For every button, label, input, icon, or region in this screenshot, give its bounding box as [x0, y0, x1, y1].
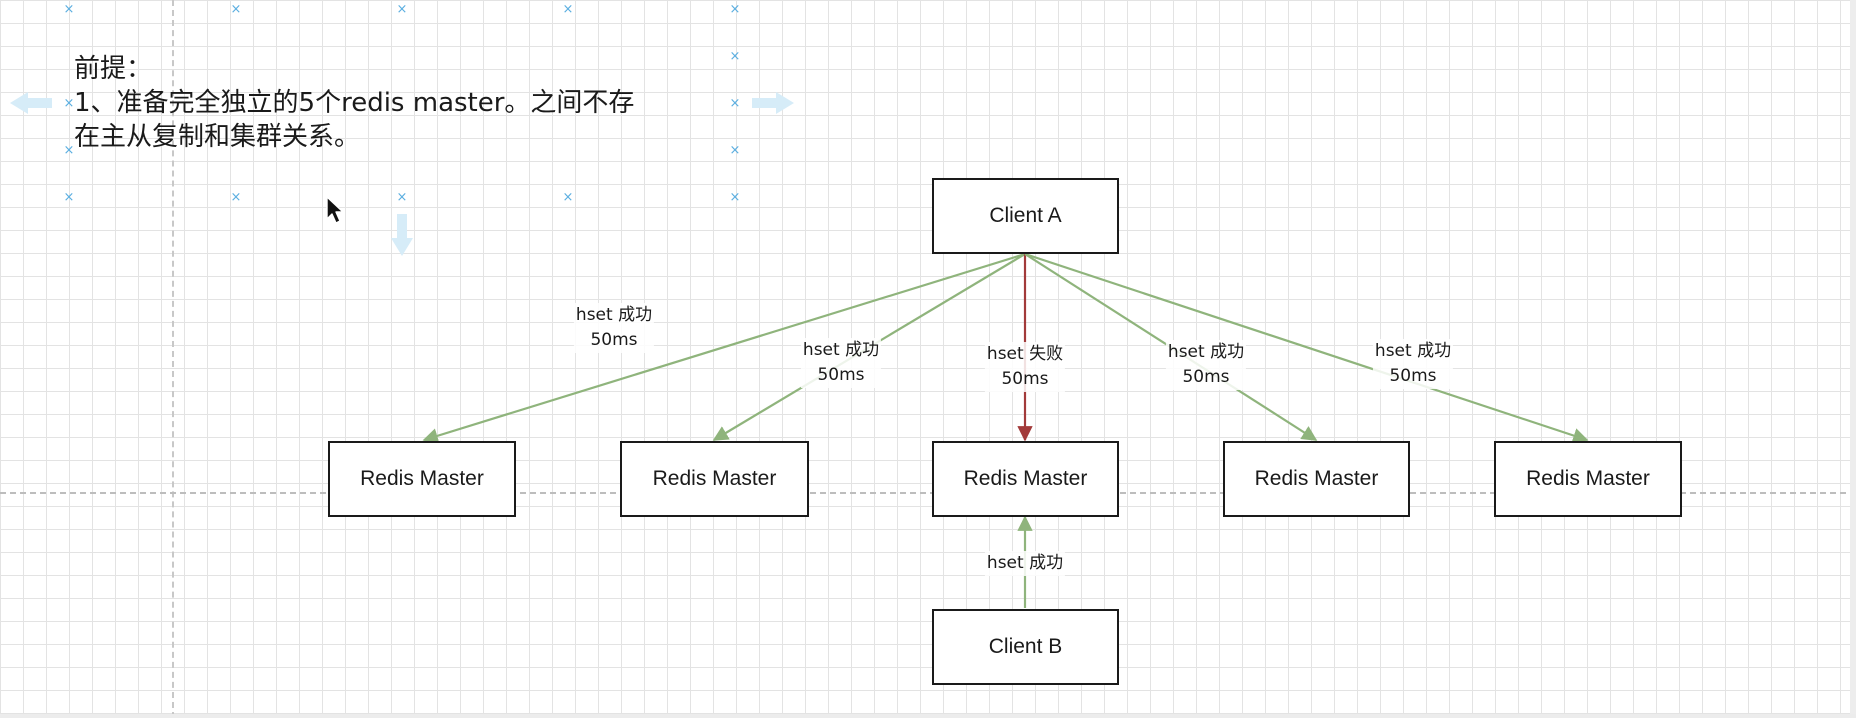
selection-handle-icon[interactable]: ×: [396, 190, 408, 205]
node-label: Redis Master: [1526, 467, 1650, 490]
canvas-bottom-edge: [0, 714, 1856, 718]
edge-label-a-to-master-4[interactable]: hset 成功 50ms: [1165, 340, 1247, 390]
connect-down-arrow-icon[interactable]: [387, 210, 417, 260]
edge-label-a-to-master-2[interactable]: hset 成功 50ms: [800, 338, 882, 388]
edge-op: hset 成功: [802, 340, 880, 360]
node-label: Client A: [989, 204, 1062, 227]
selection-handle-icon[interactable]: ×: [230, 190, 242, 205]
selection-handle-icon[interactable]: ×: [729, 96, 741, 111]
node-label: Client B: [988, 635, 1063, 658]
redis-master-node-3[interactable]: Redis Master: [932, 441, 1119, 517]
selection-handle-icon[interactable]: ×: [729, 143, 741, 158]
arrow-pointer-icon: [326, 196, 344, 224]
premise-line-2: 在主从复制和集群关系。: [74, 122, 361, 152]
redis-master-node-4[interactable]: Redis Master: [1223, 441, 1410, 517]
edge-time: 50ms: [1182, 367, 1230, 387]
selection-handle-icon[interactable]: ×: [562, 190, 574, 205]
node-label: Redis Master: [652, 467, 777, 490]
selection-handle-icon[interactable]: ×: [63, 96, 75, 111]
node-label: Redis Master: [963, 467, 1088, 490]
selection-handle-icon[interactable]: ×: [729, 190, 741, 205]
canvas-right-edge: [1850, 0, 1856, 718]
edge-op: hset 失败: [986, 344, 1064, 364]
edge-op: hset 成功: [1167, 342, 1245, 362]
premise-title: 前提：: [74, 54, 153, 84]
selection-handle-icon[interactable]: ×: [63, 190, 75, 205]
edge-label-a-to-master-3[interactable]: hset 失败 50ms: [984, 342, 1066, 392]
edge-op: hset 成功: [986, 553, 1064, 573]
client-b-node[interactable]: Client B: [932, 609, 1119, 685]
edge-time: 50ms: [1001, 369, 1049, 389]
client-a-node[interactable]: Client A: [932, 178, 1119, 254]
selection-handle-icon[interactable]: ×: [63, 2, 75, 17]
edge-time: 50ms: [817, 365, 865, 385]
node-label: Redis Master: [360, 467, 484, 490]
redis-master-node-1[interactable]: Redis Master: [328, 441, 516, 517]
selection-handle-icon[interactable]: ×: [230, 2, 242, 17]
edge-op: hset 成功: [1374, 341, 1452, 361]
selection-handle-icon[interactable]: ×: [562, 2, 574, 17]
edge-label-a-to-master-1[interactable]: hset 成功 50ms: [573, 303, 655, 353]
premise-line-1: 1、准备完全独立的5个redis master。之间不存: [74, 88, 635, 118]
connect-right-arrow-icon[interactable]: [748, 88, 798, 118]
selection-handle-icon[interactable]: ×: [396, 2, 408, 17]
connect-left-arrow-icon[interactable]: [6, 88, 56, 118]
horizontal-guide-line: [0, 492, 1856, 494]
edge-label-b-to-master-3[interactable]: hset 成功: [984, 551, 1066, 576]
node-label: Redis Master: [1254, 467, 1379, 490]
selection-handle-icon[interactable]: ×: [729, 2, 741, 17]
edge-a-to-master-1[interactable]: [422, 252, 1026, 444]
edge-label-a-to-master-5[interactable]: hset 成功 50ms: [1372, 339, 1454, 389]
edge-a-to-master-5[interactable]: [1024, 252, 1589, 443]
selection-handle-icon[interactable]: ×: [729, 49, 741, 64]
redis-master-node-5[interactable]: Redis Master: [1494, 441, 1682, 517]
premise-text-block[interactable]: 前提： 1、准备完全独立的5个redis master。之间不存 在主从复制和集…: [74, 52, 754, 154]
edge-time: 50ms: [590, 330, 638, 350]
selection-handle-icon[interactable]: ×: [63, 143, 75, 158]
vertical-guide-line: [172, 0, 174, 718]
edge-time: 50ms: [1389, 366, 1437, 386]
redis-master-node-2[interactable]: Redis Master: [620, 441, 809, 517]
edge-op: hset 成功: [575, 305, 653, 325]
